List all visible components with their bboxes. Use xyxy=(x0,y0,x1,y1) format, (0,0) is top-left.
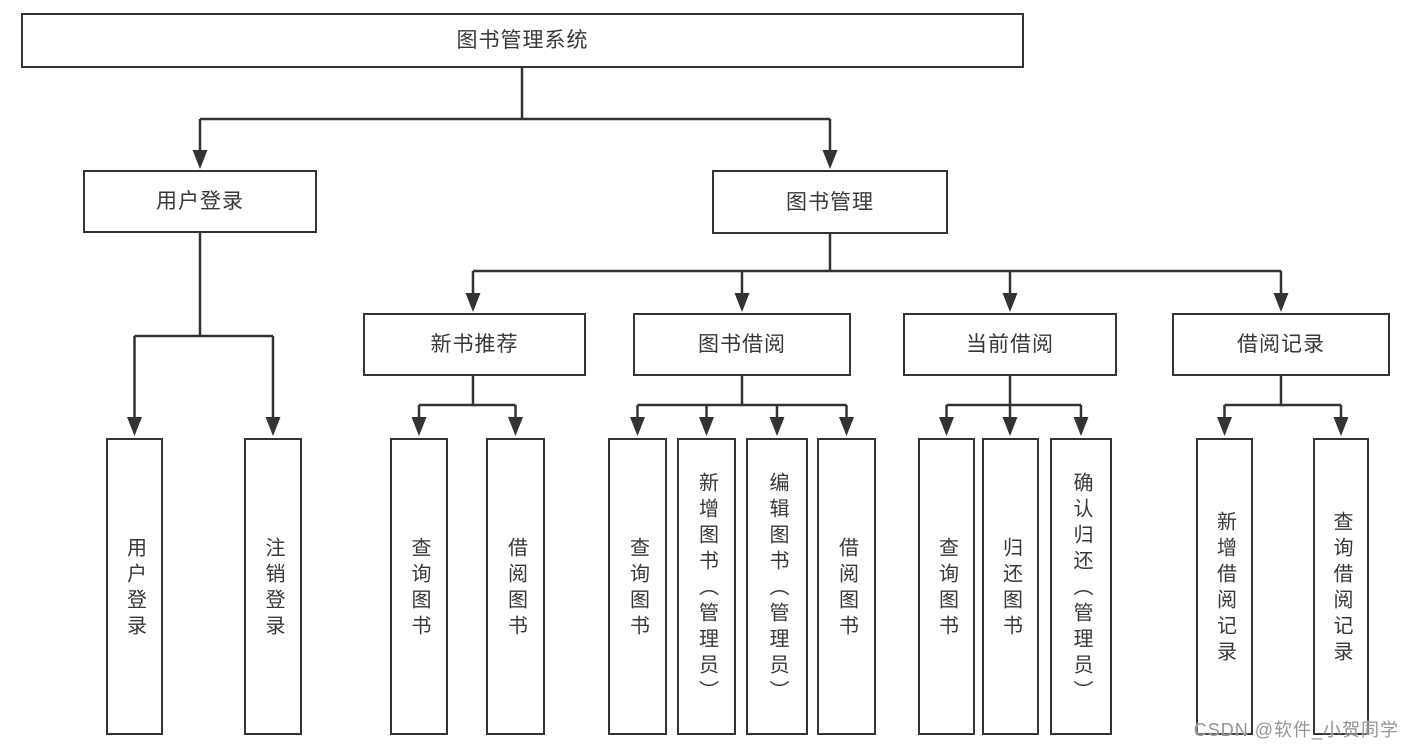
node-user-login: 用户登录 xyxy=(83,170,317,233)
leaf-confirm-return-admin: 确认归还（管理员） xyxy=(1050,438,1112,735)
csdn-watermark: CSDN @软件_小贺同学 xyxy=(1193,720,1399,740)
node-root-book-management-system: 图书管理系统 xyxy=(21,13,1024,68)
leaf-query-books-under-current: 查询图书 xyxy=(918,438,975,735)
leaf-return-books: 归还图书 xyxy=(982,438,1039,735)
node-borrowing-records: 借阅记录 xyxy=(1172,313,1390,376)
node-book-management: 图书管理 xyxy=(712,170,948,234)
leaf-query-books-under-borrowing: 查询图书 xyxy=(608,438,667,735)
leaf-borrow-books-under-recommendation: 借阅图书 xyxy=(486,438,545,735)
leaf-edit-books-admin: 编辑图书（管理员） xyxy=(746,438,808,735)
leaf-query-books-under-recommendation: 查询图书 xyxy=(390,438,448,735)
node-book-borrowing: 图书借阅 xyxy=(633,313,851,376)
node-new-book-recommendation: 新书推荐 xyxy=(363,313,586,376)
leaf-logout: 注销登录 xyxy=(244,438,302,735)
leaf-query-borrowing-record: 查询借阅记录 xyxy=(1313,438,1369,735)
leaf-add-books-admin: 新增图书（管理员） xyxy=(677,438,736,735)
leaf-add-borrowing-record: 新增借阅记录 xyxy=(1196,438,1253,735)
leaf-borrow-books-under-borrowing: 借阅图书 xyxy=(817,438,876,735)
node-current-borrowing: 当前借阅 xyxy=(903,313,1117,376)
leaf-user-login: 用户登录 xyxy=(106,438,163,735)
